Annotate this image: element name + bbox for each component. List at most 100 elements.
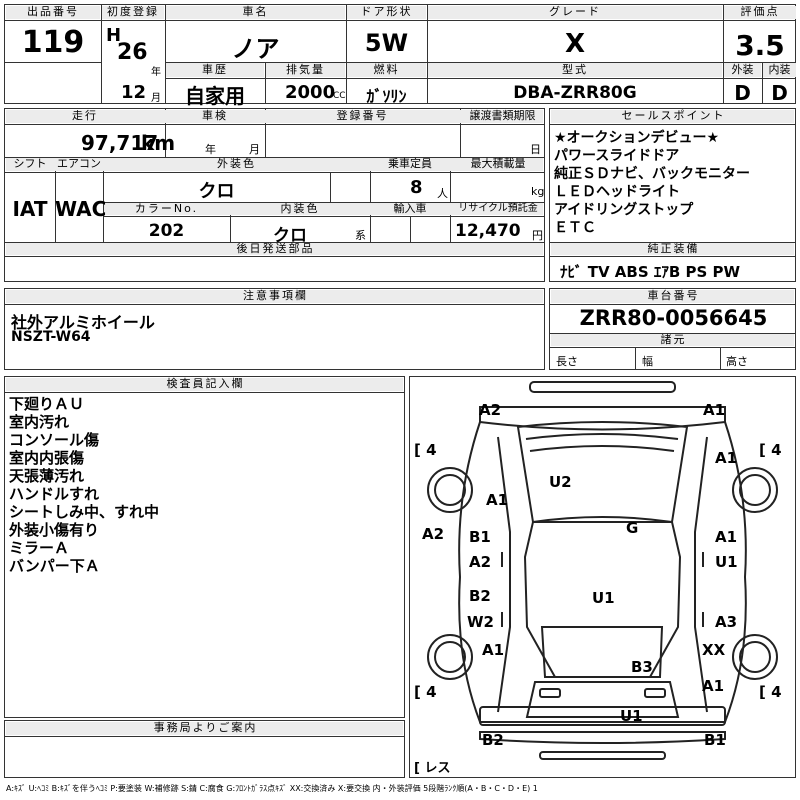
inspection-label: 車検 <box>202 109 228 122</box>
tire-rear-left-label: [ 4 <box>414 683 437 701</box>
sales-points-list: ★オークションデビュー★ パワースライドドア 純正ＳＤナビ、バックモニター ＬＥ… <box>554 129 750 237</box>
fuel-value: ｶﾞｿﾘﾝ <box>366 87 407 106</box>
code-front-door-left-1: B1 <box>469 528 491 546</box>
code-rear-bumper-left: B2 <box>482 731 504 749</box>
inspection-year: 年 <box>205 143 216 156</box>
tire-rear-right-label: [ 4 <box>759 683 782 701</box>
door-value: 5W <box>364 29 409 57</box>
recycle-label: リサイクル預託金 <box>458 203 538 214</box>
code-rear-door-left-2: W2 <box>467 613 494 631</box>
displacement-label: 排気量 <box>286 63 325 76</box>
lot-label: 出品番号 <box>27 5 79 18</box>
code-rear-right-1: XX <box>702 641 726 659</box>
car-outline-drawing <box>427 381 778 760</box>
history-label: 車歴 <box>202 63 228 76</box>
inspector-note: ハンドルすれ <box>9 485 100 503</box>
code-front-bumper-right: A1 <box>703 401 726 419</box>
caution-section: 注意事項欄 社外アルミホイール NSZT-W64 <box>4 288 545 370</box>
car-diagram: [ 4 [ 4 [ 4 [ 4 [ レス A2 A1 A1 U2 A1 G A2… <box>409 376 796 778</box>
doc-day: 日 <box>530 143 541 156</box>
max-load-label: 最大積載量 <box>470 157 526 170</box>
sales-point-item: ＥＴＣ <box>554 220 596 236</box>
later-parts-label: 後日発送部品 <box>236 242 315 255</box>
fuel-label: 燃料 <box>373 63 400 76</box>
chassis-section: 車台番号 ZRR80-0056645 諸元 長さ 幅 高さ <box>549 288 796 370</box>
office-section: 事務局よりご案内 <box>4 720 405 778</box>
mileage-value: 97,717 <box>81 131 159 155</box>
sales-points-section: セールスポイント ★オークションデビュー★ パワースライドドア 純正ＳＤナビ、バ… <box>549 108 796 282</box>
vehicle-info-section: 走行 車検 登録番号 譲渡書類期限 97,717 km 年 月 日 シフト エア… <box>4 108 545 282</box>
code-rear-door-right: A3 <box>715 613 738 631</box>
displacement-value: 2000 <box>285 82 336 103</box>
color-no-label: カラーNo. <box>134 202 199 215</box>
width-label: 幅 <box>642 355 653 368</box>
length-label: 長さ <box>556 355 578 368</box>
month-unit: 月 <box>151 93 161 104</box>
car-name-label: 車名 <box>242 5 269 18</box>
header-section: 出品番号 初度登録 車名 ドア形状 グレード 評価点 車歴 排気量 燃料 型式 … <box>4 4 796 108</box>
year-value: 26 <box>117 40 148 65</box>
ext-color-value: クロ <box>198 181 235 202</box>
ext-color-label: 外装色 <box>217 157 256 170</box>
max-load-unit: kg <box>531 185 545 198</box>
mileage-unit: km <box>141 131 176 155</box>
inspector-note: 天張薄汚れ <box>9 467 85 485</box>
code-center: U1 <box>592 589 615 607</box>
caution-label: 注意事項欄 <box>243 289 308 302</box>
tire-front-left-label: [ 4 <box>414 441 437 459</box>
exterior-value: D <box>734 81 751 105</box>
score-value: 3.5 <box>735 29 785 62</box>
code-front-door-left-2: A2 <box>469 553 492 571</box>
code-front-door-right-1: A1 <box>715 528 738 546</box>
inspector-note: 室内内張傷 <box>9 449 85 467</box>
model-value: DBA-ZRR80G <box>513 83 637 103</box>
int-color-unit: 系 <box>355 229 366 242</box>
grade-label: グレード <box>549 5 601 18</box>
caution-line: 社外アルミホイール <box>11 313 155 332</box>
ac-value: WAC <box>55 197 107 221</box>
mileage-label: 走行 <box>72 109 98 122</box>
equipment-label: 純正装備 <box>647 242 700 255</box>
code-front-door-right-2: U1 <box>715 553 738 571</box>
exterior-label: 外装 <box>731 63 754 76</box>
int-color-label: 内装色 <box>280 202 320 215</box>
code-fender-left: A1 <box>486 491 509 509</box>
inspector-note: 外装小傷有り <box>9 521 100 539</box>
code-rear-left: A1 <box>482 641 505 659</box>
year-unit: 年 <box>151 67 161 78</box>
code-rear-bumper-right: B1 <box>704 731 726 749</box>
sales-point-item: アイドリングストップ <box>554 202 694 218</box>
inspector-note: コンソール傷 <box>9 431 100 449</box>
inspector-note: シートしみ中、すれ中 <box>9 503 160 521</box>
office-label: 事務局よりご案内 <box>153 721 258 734</box>
legend-footer: A:ｷｽﾞ U:ﾍｺﾐ B:ｷｽﾞを伴うﾍｺﾐ P:要塗装 W:補修跡 S:錆 … <box>6 784 538 793</box>
capacity-label: 乗車定員 <box>388 157 432 170</box>
interior-label: 内装 <box>768 63 791 76</box>
inspector-note: ミラーＡ <box>9 539 70 557</box>
color-no-value: 202 <box>148 221 185 241</box>
spare-tire-label: [ レス <box>414 761 451 776</box>
tire-front-right-label: [ 4 <box>759 441 782 459</box>
history-value: 自家用 <box>185 84 245 108</box>
first-reg-label: 初度登録 <box>107 5 159 18</box>
era-value: H <box>106 25 122 46</box>
ac-label: エアコン <box>57 157 101 170</box>
grade-value: X <box>564 29 586 59</box>
recycle-value: 12,470 <box>455 221 521 241</box>
lot-number: 119 <box>21 25 85 60</box>
reg-no-label: 登録番号 <box>336 109 389 122</box>
month-value: 12 <box>121 82 147 103</box>
sales-point-item: ＬＥＤヘッドライト <box>554 184 680 200</box>
interior-value: D <box>771 81 788 105</box>
code-hood: U2 <box>549 473 572 491</box>
code-roof: G <box>626 519 639 537</box>
inspector-section: 検査員記入欄 下廻りＡＵ 室内汚れ コンソール傷 室内内張傷 天張薄汚れ ハンド… <box>4 376 405 718</box>
chassis-value: ZRR80-0056645 <box>579 306 768 330</box>
code-side-left: A2 <box>422 525 445 543</box>
inspector-notes: 下廻りＡＵ 室内汚れ コンソール傷 室内内張傷 天張薄汚れ ハンドルすれ シート… <box>9 395 159 575</box>
code-front-bumper-left: A2 <box>479 401 502 419</box>
recycle-unit: 円 <box>532 229 543 242</box>
height-label: 高さ <box>726 355 748 368</box>
inspection-month: 月 <box>249 143 260 156</box>
code-rear-right-2: A1 <box>702 677 725 695</box>
